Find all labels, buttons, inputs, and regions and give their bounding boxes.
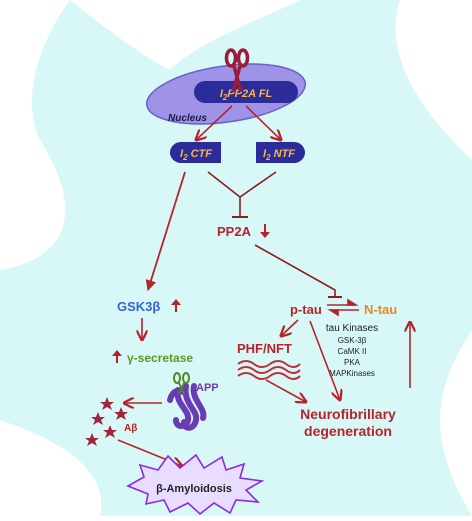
arrow-phf-to-degeneration xyxy=(265,379,306,402)
kinase-item: GSK-3β xyxy=(338,336,367,345)
amyloidosis-label: β-Amyloidosis xyxy=(156,483,232,495)
inhibit-pp2a-line xyxy=(207,171,277,217)
arrow-ptau-to-phf xyxy=(281,319,299,336)
i2pp2a-fl-label: I2PP2A FL xyxy=(220,88,273,102)
scissors-icon xyxy=(224,48,250,93)
arrow-ptau-to-degeneration xyxy=(309,320,340,400)
gsk3b-label: GSK3β xyxy=(117,299,160,314)
pp2a-label: PP2A xyxy=(217,224,252,239)
degeneration-line1: Neurofibrillary xyxy=(300,406,396,422)
kinase-item: MAPKinases xyxy=(329,369,375,378)
arrow-to-ntf xyxy=(245,105,281,140)
abeta-label: Aβ xyxy=(124,423,137,434)
filament-icon xyxy=(237,360,301,380)
arrow-ctf-to-gsk3b xyxy=(145,171,186,292)
equilibrium-arrows-icon xyxy=(327,298,359,317)
ptau-label: p-tau xyxy=(290,302,322,317)
i2-ctf-label: I2 CTF xyxy=(180,148,212,162)
i2-ntf-pill xyxy=(256,142,305,163)
ntau-label: N-tau xyxy=(364,302,397,317)
app-label: APP xyxy=(196,382,219,394)
phf-nft-label: PHF/NFT xyxy=(237,341,292,356)
gamma-secretase-label: γ-secretase xyxy=(127,351,193,365)
up-arrow-icon xyxy=(112,350,122,363)
i2-ctf-pill xyxy=(170,142,221,163)
down-arrow-icon xyxy=(260,224,270,238)
abeta-particles xyxy=(85,397,128,446)
kinase-item: CaMK II xyxy=(338,347,367,356)
scissors-icon xyxy=(173,372,190,395)
i2pp2a-fl-pill xyxy=(194,81,298,103)
up-arrow-icon xyxy=(171,299,181,312)
inhibit-ptau-line xyxy=(254,244,336,297)
degeneration-line2: degeneration xyxy=(304,423,392,439)
nucleus-label: Nucleus xyxy=(168,113,207,124)
i2-ntf-label: I2 NTF xyxy=(263,148,295,162)
tau-kinases-title: tau Kinases xyxy=(326,323,378,334)
kinase-item: PKA xyxy=(344,358,361,367)
arrow-to-ctf xyxy=(196,105,233,140)
amyloidosis-burst xyxy=(126,453,265,516)
